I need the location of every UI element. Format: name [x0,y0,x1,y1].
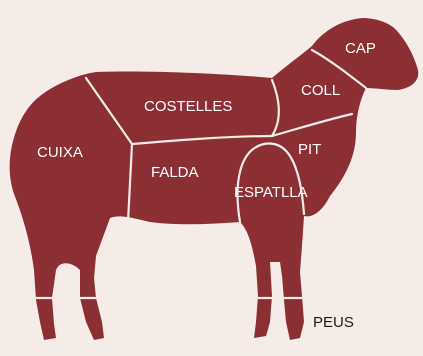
label-cuixa: CUIXA [37,144,83,161]
label-pit: PIT [298,141,321,158]
label-costelles: COSTELLES [144,98,232,115]
label-coll: COLL [301,82,340,99]
label-espatlla: ESPATLLA [234,184,308,201]
lamb-silhouette [10,18,419,340]
label-cap: CAP [345,40,376,57]
label-peus: PEUS [313,314,354,331]
label-falda: FALDA [151,164,199,181]
